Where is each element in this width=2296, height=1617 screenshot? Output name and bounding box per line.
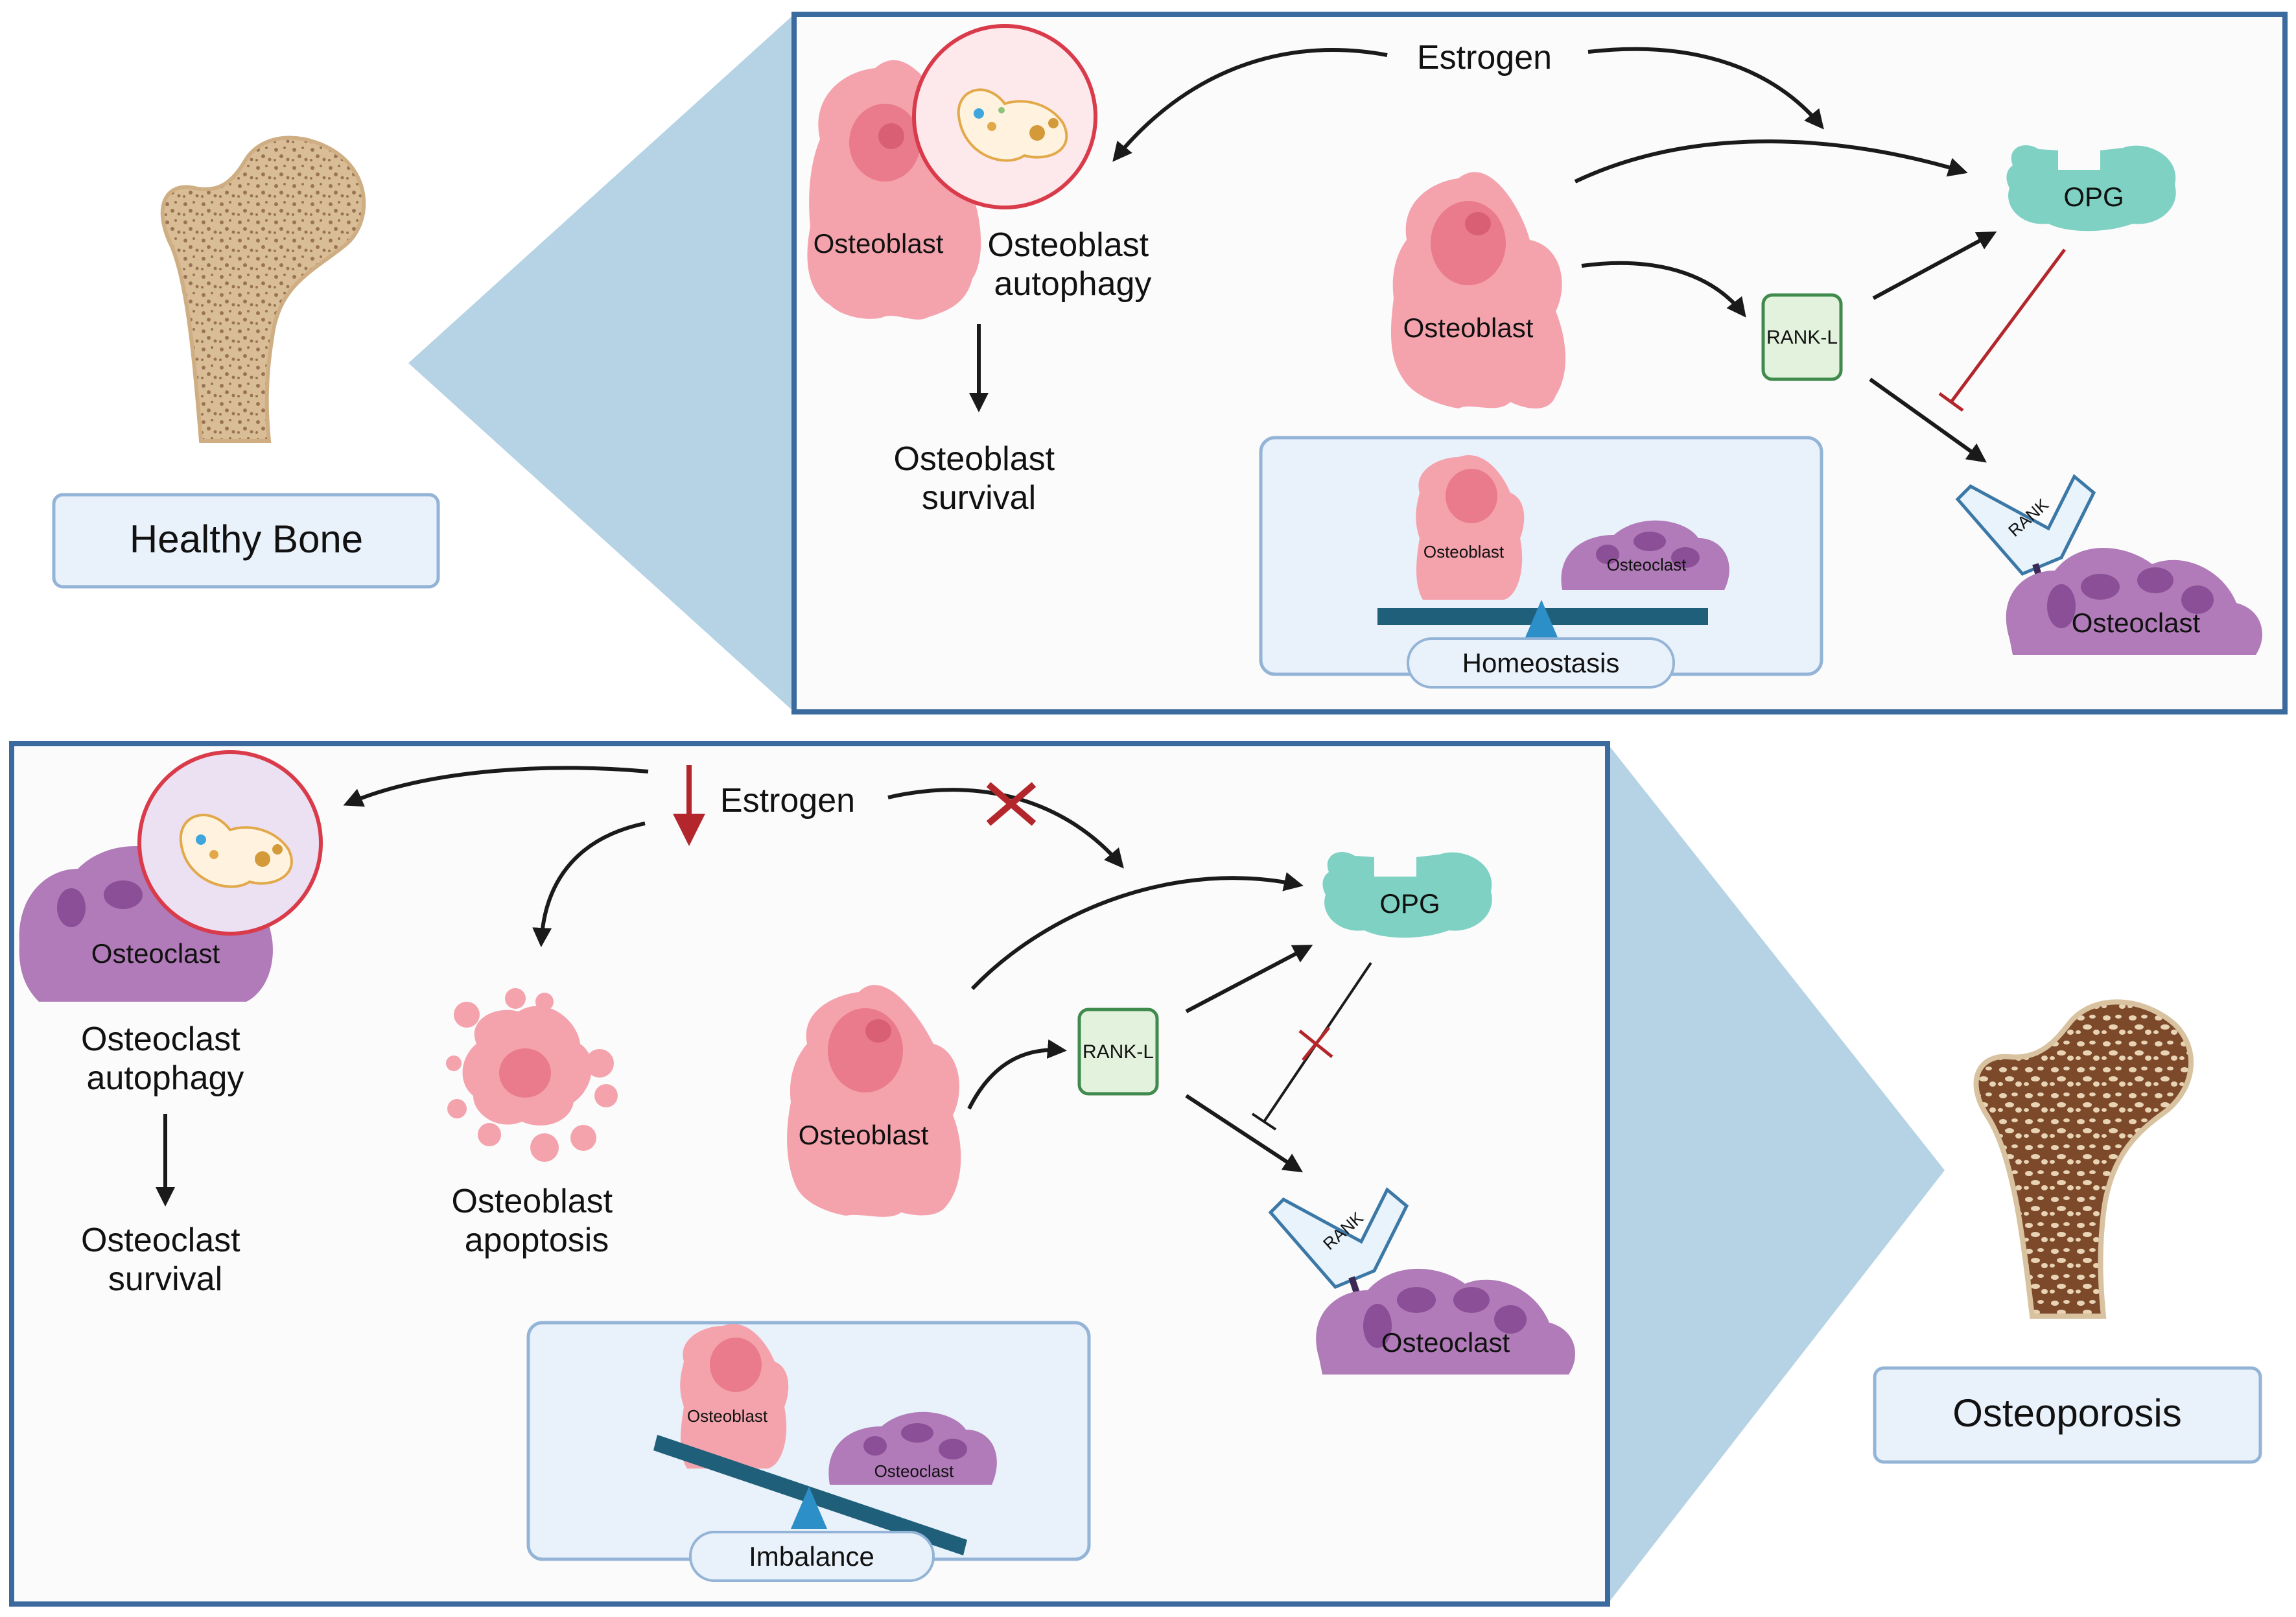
top-estrogen-label: Estrogen bbox=[1417, 39, 1552, 77]
top-osteoblast-center-cell: Osteoblast bbox=[1390, 172, 1565, 408]
bottom-seesaw-fulcrum bbox=[791, 1487, 827, 1529]
top-rankl-box: RANK-L bbox=[1761, 293, 1843, 381]
top-arrow-osteoblast-to-opg bbox=[1574, 139, 1968, 183]
top-autophagy-line1: Osteoblast bbox=[987, 226, 1149, 264]
bottom-autophagy-magnifier bbox=[137, 750, 323, 936]
bottom-apoptosis-label: Osteoblast apoptosis bbox=[451, 1183, 622, 1259]
top-autophagy-line2: autophagy bbox=[994, 265, 1152, 303]
bottom-inhibit-blocked-cross bbox=[1298, 1026, 1333, 1061]
bottom-estrogen-decrease-arrow bbox=[673, 765, 705, 846]
top-inhibit-bar bbox=[1938, 392, 1964, 412]
bottom-inhibit-bar bbox=[1251, 1113, 1277, 1131]
bottom-arrow-osteoblast-to-opg bbox=[970, 872, 1304, 991]
top-balance-osteoclast: Osteoclast bbox=[1561, 520, 1729, 590]
healthy-bone-label-box: Healthy Bone bbox=[52, 493, 440, 589]
osteoporotic-bone-illustration bbox=[1973, 999, 2194, 1319]
top-seesaw-fulcrum bbox=[1523, 600, 1560, 642]
top-survival-label: Osteoblast survival bbox=[893, 440, 1064, 517]
bottom-apoptosis-line1: Osteoblast bbox=[451, 1183, 613, 1220]
bottom-apoptosis-line2: apoptosis bbox=[465, 1222, 609, 1259]
bottom-balance-osteoclast-label: Osteoclast bbox=[874, 1461, 955, 1481]
top-balance-osteoclast-label: Osteoclast bbox=[1607, 555, 1687, 574]
bottom-arrow-estrogen-to-opg-blocked bbox=[887, 788, 1124, 869]
bottom-panel-osteoporosis: Estrogen Osteoclast Osteoclast autophagy bbox=[9, 741, 1610, 1607]
bottom-osteoclast-cell: Osteoclast bbox=[1316, 1268, 1575, 1375]
top-homeostasis-label: Homeostasis bbox=[1462, 648, 1620, 678]
bottom-rankl-label: RANK-L bbox=[1083, 1041, 1154, 1063]
top-survival-line1: Osteoblast bbox=[893, 440, 1055, 478]
top-arrow-rankl-to-opg bbox=[1872, 231, 1997, 300]
bottom-blocked-cross bbox=[986, 782, 1037, 826]
bottom-survival-line2: survival bbox=[108, 1260, 222, 1298]
healthy-bone-label: Healthy Bone bbox=[130, 517, 363, 561]
top-osteoblast-center-label: Osteoblast bbox=[1403, 313, 1534, 343]
top-autophagy-magnifier bbox=[912, 24, 1097, 209]
bottom-balance-osteoblast-label: Osteoblast bbox=[687, 1406, 768, 1426]
top-arrow-rankl-to-rank bbox=[1869, 377, 1987, 463]
healthy-bone-illustration bbox=[160, 136, 366, 443]
top-inhibit-opg-rank bbox=[1949, 248, 2067, 403]
bottom-arrow-rankl-to-opg bbox=[1185, 945, 1313, 1013]
top-balance-osteoblast-label: Osteoblast bbox=[1423, 542, 1505, 561]
bottom-autophagy-label: Osteoclast autophagy bbox=[81, 1021, 250, 1097]
bottom-apoptotic-osteoblast bbox=[446, 988, 618, 1162]
top-arrow-osteoblast-to-rankl bbox=[1581, 261, 1746, 318]
bottom-arrow-rankl-to-rank bbox=[1185, 1094, 1304, 1173]
top-rankl-label: RANK-L bbox=[1766, 327, 1838, 348]
top-balance-osteoblast: Osteoblast bbox=[1416, 455, 1525, 600]
top-homeostasis-box: Osteoblast Osteoclast Homeostasis bbox=[1259, 436, 1823, 689]
bottom-survival-line1: Osteoclast bbox=[81, 1222, 240, 1259]
bottom-osteoclast-left-label: Osteoclast bbox=[91, 938, 220, 969]
bottom-autophagy-line1: Osteoclast bbox=[81, 1021, 240, 1058]
top-zoom-wedge bbox=[408, 14, 794, 712]
top-arrow-estrogen-to-osteoblast bbox=[1112, 48, 1388, 162]
top-opg-protein: OPG bbox=[2006, 145, 2176, 231]
bottom-estrogen-label: Estrogen bbox=[720, 782, 855, 820]
bottom-survival-label: Osteoclast survival bbox=[81, 1222, 250, 1298]
bottom-autophagy-line2: autophagy bbox=[87, 1059, 244, 1097]
bottom-arrow-estrogen-to-osteoclast bbox=[343, 766, 649, 807]
bottom-rankl-box: RANK-L bbox=[1077, 1008, 1159, 1096]
top-opg-label: OPG bbox=[2063, 182, 2124, 212]
top-panel-healthy: Estrogen Osteoblast Osteoblast autophagy… bbox=[791, 12, 2288, 714]
bottom-balance-osteoclast: Osteoclast bbox=[828, 1411, 997, 1485]
top-autophagy-label: Osteoblast autophagy bbox=[987, 226, 1158, 303]
osteoporosis-label: Osteoporosis bbox=[1952, 1391, 2182, 1435]
bottom-imbalance-label: Imbalance bbox=[749, 1541, 874, 1572]
top-survival-line2: survival bbox=[922, 479, 1036, 517]
bottom-zoom-wedge bbox=[1608, 744, 1945, 1604]
bottom-arrow-osteoblast-to-rankl bbox=[967, 1039, 1067, 1110]
bottom-balance-osteoblast: Osteoblast bbox=[680, 1324, 789, 1469]
bottom-osteoblast-center-label: Osteoblast bbox=[799, 1120, 929, 1150]
bottom-imbalance-box: Osteoblast Osteoclast Imbalance bbox=[526, 1321, 1091, 1582]
bottom-osteoblast-center-cell: Osteoblast bbox=[787, 985, 961, 1217]
top-osteoclast-label: Osteoclast bbox=[2072, 608, 2201, 638]
bottom-osteoclast-label: Osteoclast bbox=[1381, 1327, 1510, 1358]
bottom-arrow-estrogen-to-apoptosis bbox=[532, 821, 646, 947]
top-arrow-estrogen-to-opg bbox=[1587, 47, 1824, 130]
bottom-opg-protein: OPG bbox=[1322, 852, 1492, 938]
top-osteoblast-left-label: Osteoblast bbox=[814, 228, 944, 259]
top-osteoclast-cell: Osteoclast bbox=[2006, 548, 2262, 655]
osteoporosis-label-box: Osteoporosis bbox=[1873, 1366, 2262, 1464]
bottom-opg-label: OPG bbox=[1379, 888, 1440, 919]
